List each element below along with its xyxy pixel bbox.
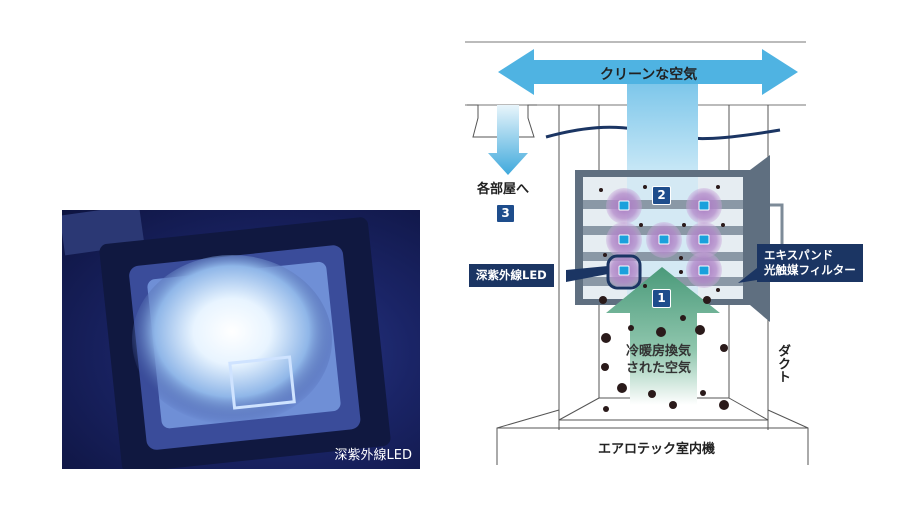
dust-particles — [599, 185, 729, 412]
step-badge-2: 2 — [652, 186, 671, 205]
led-array — [606, 188, 722, 290]
intake-air-label: 冷暖房換気 された空気 — [626, 343, 691, 377]
photo-caption: 深紫外線LED — [334, 448, 412, 463]
indoor-unit-label: エアロテック室内機 — [598, 442, 716, 457]
intake-line1: 冷暖房換気 — [626, 344, 692, 359]
filter-side-panel — [750, 155, 770, 322]
intake-line2: された空気 — [626, 361, 692, 376]
down-arrow — [488, 105, 528, 175]
clean-air-arrow — [498, 49, 798, 95]
filter-label-line2: 光触媒フィルター — [764, 263, 856, 277]
led-label: 深紫外線LED — [469, 264, 554, 287]
duct-label: ダクト — [775, 344, 790, 383]
led-chip-illustration — [62, 210, 391, 469]
filter-label: エキスパンド 光触媒フィルター — [757, 244, 863, 282]
step-badge-1: 1 — [652, 289, 671, 308]
led-photo: 深紫外線LED — [62, 210, 420, 469]
step-badge-3: 3 — [496, 204, 515, 223]
to-rooms-label: 各部屋へ — [477, 182, 530, 197]
filter-label-line1: エキスパンド — [764, 248, 834, 262]
clean-air-label: クリーンな空気 — [600, 67, 698, 83]
